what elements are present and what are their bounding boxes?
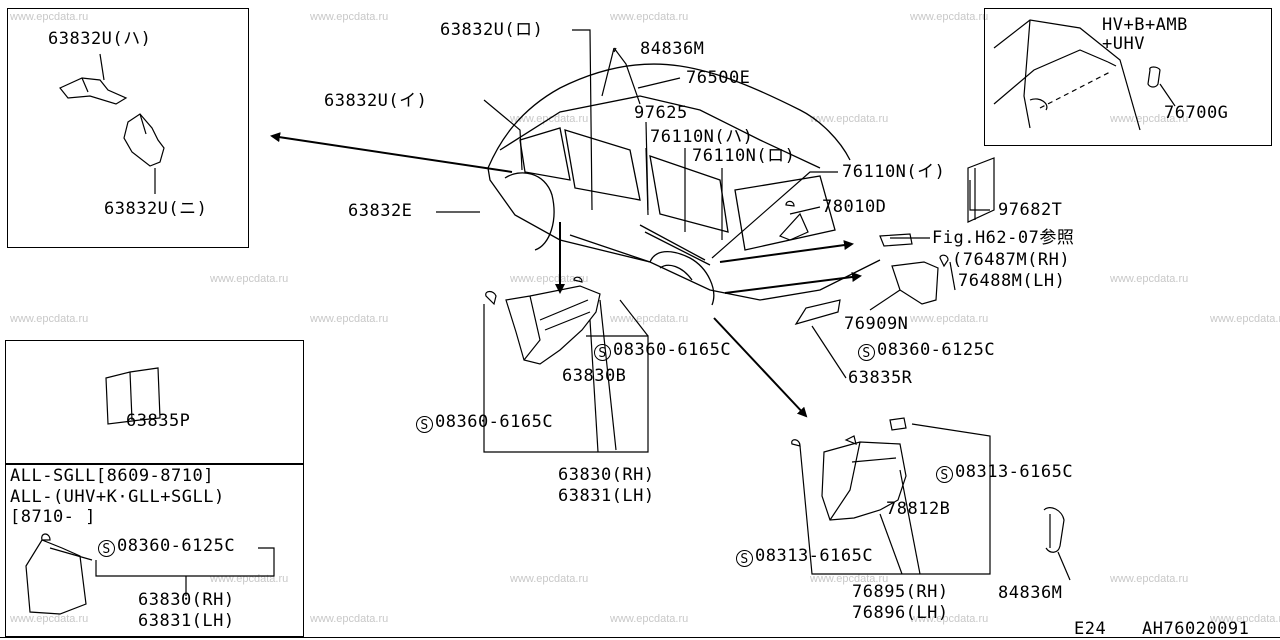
watermark: www.epcdata.ru: [910, 11, 989, 23]
part-63830-rh: 63830(RH): [558, 465, 655, 485]
watermark: www.epcdata.ru: [1110, 113, 1189, 125]
part-63832E: 63832E: [348, 201, 413, 221]
watermark: www.epcdata.ru: [610, 313, 689, 325]
part-97625: 97625: [634, 103, 688, 123]
part-63835R: 63835R: [848, 368, 913, 388]
part-76110N-ha: 76110N(ハ): [650, 127, 754, 147]
rear-corner-sketch: [993, 19, 1176, 131]
inset-title-2: +UHV: [1102, 34, 1145, 54]
vehicle-body: [487, 63, 881, 306]
part-97682T: 97682T: [998, 200, 1063, 220]
inset-box-top-right: [984, 8, 1272, 146]
footer-section: E24: [1074, 619, 1107, 639]
screw-code: 08360-6125C: [117, 536, 236, 556]
watermark: www.epcdata.ru: [210, 273, 289, 285]
inset-box-bottom-left: [5, 463, 304, 637]
part-63830-rh-box: 63830(RH): [138, 590, 235, 610]
screw-symbol-icon: S: [416, 416, 433, 433]
screw-symbol-icon: S: [594, 344, 611, 361]
part-76895-rh: 76895(RH): [852, 582, 949, 602]
watermark: www.epcdata.ru: [610, 11, 689, 23]
watermark: www.epcdata.ru: [310, 11, 389, 23]
part-84836M-top: 84836M: [640, 39, 705, 59]
note-line-2: ALL-(UHV+K·GLL+SGLL): [10, 487, 225, 507]
inset-title-1: HV+B+AMB: [1102, 15, 1188, 35]
screw-symbol-icon: S: [736, 550, 753, 567]
screw-code: 08313-6165C: [955, 462, 1074, 482]
screw-symbol-icon: S: [858, 344, 875, 361]
part-63832U-ha-shape: [59, 77, 128, 105]
footer-code: AH76020091: [1142, 619, 1250, 639]
inset-box-top-left: [7, 8, 249, 248]
watermark: www.epcdata.ru: [810, 113, 889, 125]
watermark: www.epcdata.ru: [1110, 573, 1189, 585]
screw-code: 08360-6165C: [435, 412, 554, 432]
mudflap-right-shape: [791, 417, 907, 521]
part-63831-lh: 63831(LH): [558, 486, 655, 506]
part-63830B: 63830B: [562, 366, 627, 386]
mudflap-left-shape: [485, 276, 601, 365]
watermark: www.epcdata.ru: [610, 613, 689, 625]
screw-symbol-icon: S: [98, 540, 115, 557]
watermark: www.epcdata.ru: [910, 313, 989, 325]
part-63832U-ni-shape: [123, 113, 165, 167]
part-63832U-ro: 63832U(ロ): [440, 20, 544, 40]
watermark: www.epcdata.ru: [310, 313, 389, 325]
part-63832U-i: 63832U(イ): [324, 91, 428, 111]
screw-code: 08360-6165C: [613, 340, 732, 360]
part-76110N-i: 76110N(イ): [842, 162, 946, 182]
part-76700G: 76700G: [1164, 103, 1229, 123]
inset-box-mid-left: [5, 340, 304, 465]
part-76110N-ro: 76110N(ロ): [692, 146, 796, 166]
watermark: www.epcdata.ru: [1210, 313, 1280, 325]
watermark: www.epcdata.ru: [1210, 613, 1280, 625]
watermark: www.epcdata.ru: [310, 613, 389, 625]
watermark: www.epcdata.ru: [510, 573, 589, 585]
watermark: www.epcdata.ru: [510, 273, 589, 285]
part-63835P: 63835P: [126, 411, 191, 431]
note-line-1: ALL-SGLL[8609-8710]: [10, 466, 214, 486]
screw-code: 08313-6165C: [755, 546, 874, 566]
part-63831-lh-box: 63831(LH): [138, 611, 235, 631]
part-76909N: 76909N: [844, 314, 909, 334]
part-63832U-ha: 63832U(ハ): [48, 29, 152, 49]
watermark: www.epcdata.ru: [1110, 273, 1189, 285]
part-84836M-bottom: 84836M: [998, 583, 1063, 603]
part-63832U-ni: 63832U(ニ): [104, 199, 208, 219]
bottom-rule: [0, 637, 1280, 638]
part-78010D: 78010D: [822, 197, 887, 217]
watermark: www.epcdata.ru: [10, 313, 89, 325]
watermark: www.epcdata.ru: [910, 613, 989, 625]
part-76488M-lh: 76488M(LH): [958, 271, 1066, 291]
part-76487M-rh: (76487M(RH): [952, 250, 1071, 270]
note-line-3: [8710- ]: [10, 507, 96, 527]
part-76896-lh: 76896(LH): [852, 603, 949, 623]
figure-reference-link[interactable]: Fig.H62-07参照: [932, 228, 1075, 248]
screw-symbol-icon: S: [936, 466, 953, 483]
screw-code: 08360-6125C: [877, 340, 996, 360]
watermark: www.epcdata.ru: [10, 11, 89, 23]
part-76500E: 76500E: [686, 68, 751, 88]
watermark: www.epcdata.ru: [810, 573, 889, 585]
part-78812B: 78812B: [886, 499, 951, 519]
watermark: www.epcdata.ru: [10, 613, 89, 625]
